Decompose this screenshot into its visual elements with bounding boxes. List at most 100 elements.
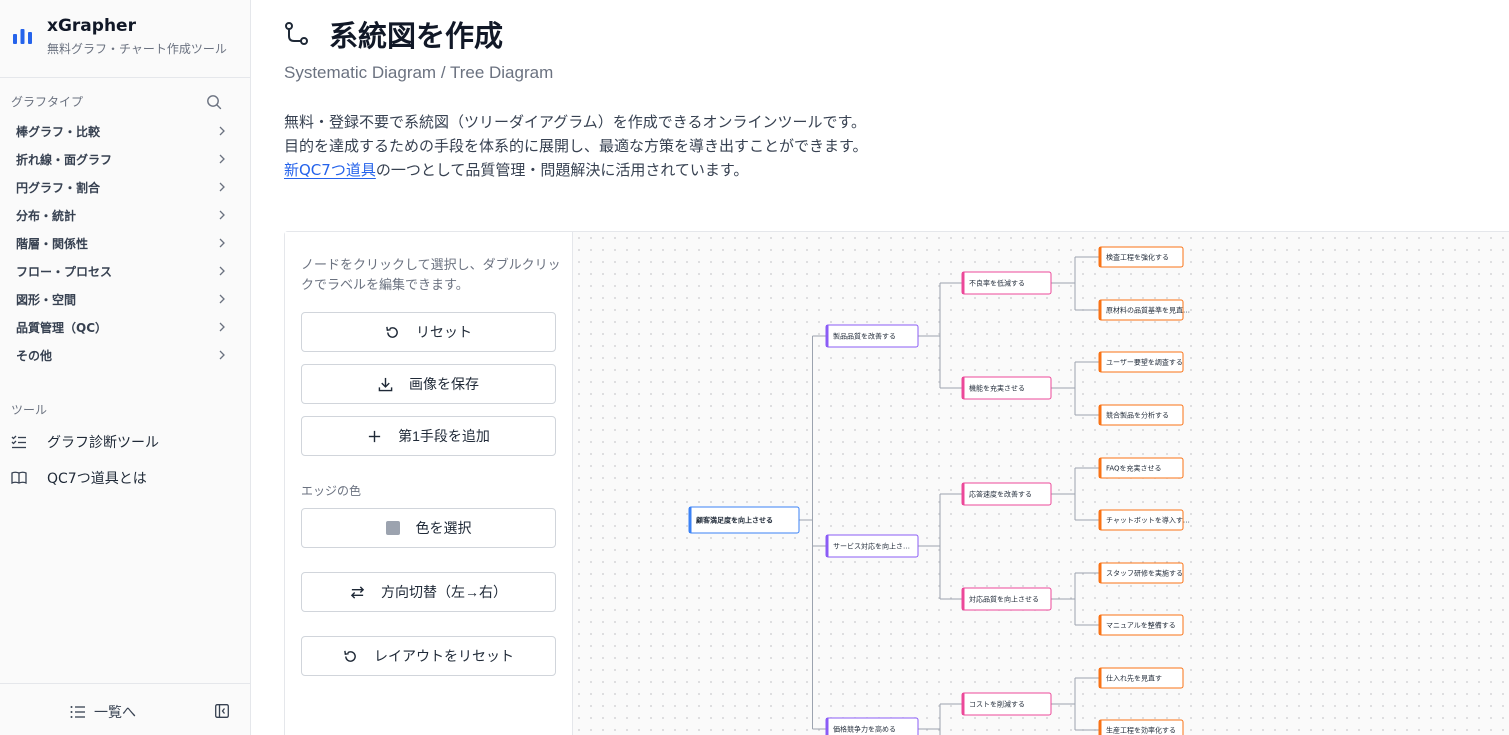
- add-first-means-button[interactable]: 第1手段を追加: [301, 416, 556, 456]
- node-label: 価格競争力を高める: [833, 725, 896, 734]
- page-description: 無料・登録不要で系統図（ツリーダイアグラム）を作成できるオンラインツールです。 …: [284, 110, 868, 182]
- tree-node-level3[interactable]: ユーザー要望を調査する: [1098, 351, 1184, 373]
- back-to-list-link[interactable]: 一覧へ: [70, 702, 136, 722]
- desc-line-rest: の一つとして品質管理・問題解決に活用されています。: [375, 161, 749, 179]
- sidebar-item-label: 品質管理（QC）: [16, 320, 108, 335]
- reset-label: リセット: [416, 324, 472, 340]
- qc7-new-link[interactable]: 新QC7つ道具: [284, 161, 376, 179]
- tree-node-level1[interactable]: サービス対応を向上さ…: [825, 534, 919, 558]
- main-content: 系統図を作成 Systematic Diagram / Tree Diagram…: [251, 0, 1509, 735]
- node-label: スタッフ研修を実施する: [1106, 569, 1183, 578]
- tree-node-level2[interactable]: 対応品質を向上させる: [961, 587, 1052, 611]
- node-label: 対応品質を向上させる: [969, 595, 1039, 604]
- node-label: 不良率を低減する: [969, 279, 1025, 288]
- tree-node-level3[interactable]: チャットボットを導入す…: [1098, 509, 1190, 531]
- color-label: 色を選択: [415, 520, 472, 536]
- download-icon: [378, 377, 393, 391]
- reset-button[interactable]: リセット: [301, 312, 556, 352]
- editor-panel: ノードをクリックして選択し、ダブルクリックでラベルを編集できます。 リセット 画…: [284, 231, 1509, 735]
- chevron-right-icon: [219, 210, 225, 220]
- sidebar-item-shape[interactable]: 図形・空間: [0, 285, 250, 313]
- sidebar-item-label: 棒グラフ・比較: [16, 124, 101, 139]
- sidebar-item-flow[interactable]: フロー・プロセス: [0, 257, 250, 285]
- tree-node-level3[interactable]: FAQを充実させる: [1098, 457, 1184, 479]
- diagram-canvas[interactable]: 顧客満足度を向上させる 製品品質を改善するサービス対応を向上さ… 価格競争力を高める…: [573, 232, 1509, 735]
- node-label: 応答速度を改善する: [969, 490, 1032, 499]
- sidebar-item-label: 階層・関係性: [16, 236, 89, 251]
- save-image-button[interactable]: 画像を保存: [301, 364, 556, 404]
- tree-node-level3[interactable]: 仕入れ先を見直す: [1098, 667, 1184, 689]
- usage-hint: ノードをクリックして選択し、ダブルクリックでラベルを編集できます。: [301, 258, 561, 293]
- chevron-right-icon: [219, 238, 225, 248]
- desc-line: 無料・登録不要で系統図（ツリーダイアグラム）を作成できるオンラインツールです。: [284, 113, 867, 131]
- sidebar-item-qc[interactable]: 品質管理（QC）: [0, 313, 250, 341]
- sidebar-item-distribution[interactable]: 分布・統計: [0, 201, 250, 229]
- node-label: 原材料の品質基準を見直…: [1106, 306, 1190, 315]
- tools-title: ツール: [11, 403, 48, 417]
- tree-node-level2[interactable]: 機能を充実させる: [961, 376, 1052, 400]
- tree-node-level2[interactable]: 不良率を低減する: [961, 271, 1052, 295]
- page-title: 系統図を作成: [329, 19, 504, 53]
- swap-arrows-icon: [350, 585, 365, 599]
- node-label: 機能を充実させる: [969, 384, 1025, 393]
- sidebar-item-bar[interactable]: 棒グラフ・比較: [0, 117, 250, 145]
- tree-diagram-icon: [285, 22, 308, 45]
- tree-node-level3[interactable]: スタッフ研修を実施する: [1098, 562, 1184, 584]
- node-label: FAQを充実させる: [1106, 464, 1162, 473]
- tree-node-level3[interactable]: 検査工程を強化する: [1098, 246, 1184, 268]
- add-label: 第1手段を追加: [398, 428, 490, 444]
- search-icon[interactable]: [206, 94, 222, 110]
- brand-subtitle: 無料グラフ・チャート作成ツール: [47, 42, 227, 56]
- color-picker-button[interactable]: 色を選択: [301, 508, 556, 548]
- chevron-right-icon: [219, 266, 225, 276]
- sidebar-item-label: 図形・空間: [16, 292, 77, 307]
- back-label: 一覧へ: [94, 705, 136, 721]
- category-list: 棒グラフ・比較 折れ線・面グラフ 円グラフ・割合 分布・統計 階層・関係性 フロ…: [0, 117, 250, 369]
- sidebar-item-pie[interactable]: 円グラフ・割合: [0, 173, 250, 201]
- tool-graph-diagnosis[interactable]: グラフ診断ツール: [11, 432, 159, 452]
- sidebar-footer: 一覧へ: [0, 683, 250, 735]
- sidebar-item-label: 分布・統計: [16, 208, 77, 223]
- layout-reset-label: レイアウトをリセット: [374, 648, 514, 664]
- tool-label: グラフ診断ツール: [47, 435, 159, 451]
- direction-label: 方向切替（左→右）: [381, 584, 507, 600]
- page-subtitle: Systematic Diagram / Tree Diagram: [284, 63, 554, 82]
- sidebar-collapse-icon[interactable]: [215, 704, 229, 718]
- sidebar-item-hierarchy[interactable]: 階層・関係性: [0, 229, 250, 257]
- book-icon: [11, 471, 27, 485]
- layout-reset-button[interactable]: レイアウトをリセット: [301, 636, 556, 676]
- checklist-icon: [11, 435, 26, 449]
- tree-node-level2[interactable]: コストを削減する: [961, 692, 1052, 716]
- tree-node-level1[interactable]: 製品品質を改善する: [825, 324, 919, 348]
- sidebar-item-line[interactable]: 折れ線・面グラフ: [0, 145, 250, 173]
- tree-node-level3[interactable]: マニュアルを整備する: [1098, 614, 1184, 636]
- list-icon: [70, 706, 85, 718]
- control-panel: ノードをクリックして選択し、ダブルクリックでラベルを編集できます。 リセット 画…: [285, 232, 573, 735]
- direction-toggle-button[interactable]: 方向切替（左→右）: [301, 572, 556, 612]
- edge-color-title: エッジの色: [301, 484, 362, 498]
- save-label: 画像を保存: [409, 376, 479, 392]
- desc-line: 新QC7つ道具の一つとして品質管理・問題解決に活用されています。: [284, 158, 868, 182]
- node-label: 製品品質を改善する: [833, 332, 896, 341]
- sidebar-item-label: その他: [16, 348, 53, 363]
- chevron-right-icon: [219, 294, 225, 304]
- tree-node-level3[interactable]: 競合製品を分析する: [1098, 404, 1184, 426]
- tree-node-level1[interactable]: 価格競争力を高める: [825, 717, 919, 735]
- tree-root-node[interactable]: 顧客満足度を向上させる: [688, 506, 800, 534]
- chevron-right-icon: [219, 154, 225, 164]
- tree-node-level3[interactable]: 生産工程を効率化する: [1098, 719, 1184, 735]
- tool-qc7-about[interactable]: QC7つ道具とは: [11, 468, 147, 488]
- sidebar-item-other[interactable]: その他: [0, 341, 250, 369]
- node-label: サービス対応を向上さ…: [833, 542, 910, 551]
- node-label: マニュアルを整備する: [1106, 621, 1176, 630]
- brand-header[interactable]: xGrapher 無料グラフ・チャート作成ツール: [0, 0, 250, 78]
- tree-node-level3[interactable]: 原材料の品質基準を見直…: [1098, 299, 1190, 321]
- sidebar: xGrapher 無料グラフ・チャート作成ツール グラフタイプ 棒グラフ・比較 …: [0, 0, 251, 735]
- tree-node-level2[interactable]: 応答速度を改善する: [961, 482, 1052, 506]
- graph-types-title: グラフタイプ: [11, 95, 84, 109]
- bar-chart-icon: [13, 29, 32, 44]
- chevron-right-icon: [219, 182, 225, 192]
- node-label: 仕入れ先を見直す: [1106, 674, 1162, 683]
